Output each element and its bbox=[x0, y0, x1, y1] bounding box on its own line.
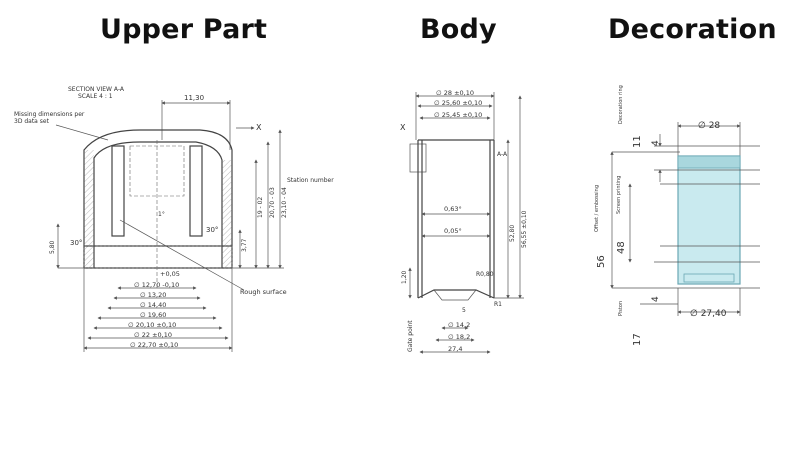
body-drawing: ∅ 28 ±0,10 ∅ 25,60 ±0,10 ∅ 25,45 ±0,10 X… bbox=[400, 89, 528, 354]
deco-dim-4-bottom: 4 bbox=[651, 296, 661, 302]
upper-part-drawing: SECTION VIEW A-A SCALE 4 : 1 Missing dim… bbox=[14, 86, 334, 352]
decoration-drawing: ∅ 28 11 4 56 48 4 17 Decoration ring Off… bbox=[594, 85, 760, 346]
screen-printing-label: Screen printing bbox=[616, 176, 622, 214]
body-angle-0-05: 0,05° bbox=[444, 227, 462, 235]
body-heading: Body bbox=[420, 14, 497, 45]
body-dim-25-45: ∅ 25,45 ±0,10 bbox=[434, 111, 482, 119]
body-gate-point: Gate point bbox=[407, 320, 414, 352]
upper-part-heading: Upper Part bbox=[100, 14, 268, 45]
deco-dim-27-40: ∅ 27,40 bbox=[690, 309, 727, 319]
marker-x: X bbox=[256, 123, 262, 132]
dim-19-60: ∅ 19,60 bbox=[140, 311, 166, 319]
deco-dim-11: 11 bbox=[632, 135, 643, 148]
dim-20-70: 20,70 - 03 bbox=[269, 187, 276, 218]
body-height-56-55: 56,55 ±0,10 bbox=[521, 210, 528, 248]
dim-23-10: 23,10 - 04 bbox=[281, 187, 288, 218]
dim-12-70: ∅ 12,70 -0,10 bbox=[134, 281, 179, 289]
body-five: 5 bbox=[462, 307, 466, 314]
deco-dim-4-top: 4 bbox=[651, 140, 661, 146]
angle-30-right: 30° bbox=[206, 226, 218, 234]
body-marker-x: X bbox=[400, 123, 406, 132]
dim-3-77: 3,77 bbox=[241, 238, 248, 252]
body-dim-27-4: 27,4 bbox=[448, 345, 462, 353]
scale-label: SCALE 4 : 1 bbox=[78, 93, 113, 100]
deco-dim-28: ∅ 28 bbox=[698, 121, 720, 131]
body-r-1: R1 bbox=[494, 301, 502, 308]
angle-30-left: 30° bbox=[70, 239, 82, 247]
dim-22: ∅ 22 ±0,10 bbox=[134, 331, 172, 339]
dim-14-40: ∅ 14,40 bbox=[140, 301, 166, 309]
body-section-aa: A-A bbox=[497, 151, 508, 158]
decoration-body-fill bbox=[677, 155, 741, 285]
dim-20-10: ∅ 20,10 ±0,10 bbox=[128, 321, 176, 329]
body-dim-28: ∅ 28 ±0,10 bbox=[436, 89, 474, 97]
piston-label: Piston bbox=[618, 301, 624, 316]
missing-dimensions-note-2: 3D data set bbox=[14, 118, 50, 125]
offset-embossing-label: Offset / embossing bbox=[594, 185, 600, 232]
deco-dim-56: 56 bbox=[596, 255, 607, 268]
body-dim-1-20: 1,20 bbox=[401, 270, 408, 284]
dim-11-30: 11,30 bbox=[184, 94, 204, 102]
missing-dimensions-note-1: Missing dimensions per bbox=[14, 111, 85, 118]
station-number-label: Station number bbox=[287, 177, 334, 184]
tol-plus-005: +0,05 bbox=[160, 270, 180, 278]
body-dim-25-60: ∅ 25,60 ±0,10 bbox=[434, 99, 482, 107]
decoration-heading: Decoration bbox=[608, 14, 777, 45]
angle-1: 1° bbox=[158, 211, 165, 218]
deco-dim-48: 48 bbox=[616, 241, 627, 254]
dim-19: 19 - 02 bbox=[257, 197, 264, 218]
dim-13-20: ∅ 13,20 bbox=[140, 291, 166, 299]
section-view-label: SECTION VIEW A-A bbox=[68, 86, 125, 93]
rough-surface-label: Rough surface bbox=[240, 288, 287, 296]
dim-5-80: 5,80 bbox=[49, 240, 56, 254]
body-height-52-80: 52,80 bbox=[509, 225, 516, 242]
body-dim-14-2: ∅ 14,2 bbox=[448, 321, 470, 329]
body-r-0-80: R0,80 bbox=[476, 271, 494, 278]
decoration-ring-label: Decoration ring bbox=[618, 85, 624, 124]
dim-22-70: ∅ 22,70 ±0,10 bbox=[130, 341, 178, 349]
body-dim-18-2: ∅ 18,2 bbox=[448, 333, 470, 341]
deco-dim-17: 17 bbox=[632, 333, 643, 346]
body-angle-0-63: 0,63° bbox=[444, 205, 462, 213]
